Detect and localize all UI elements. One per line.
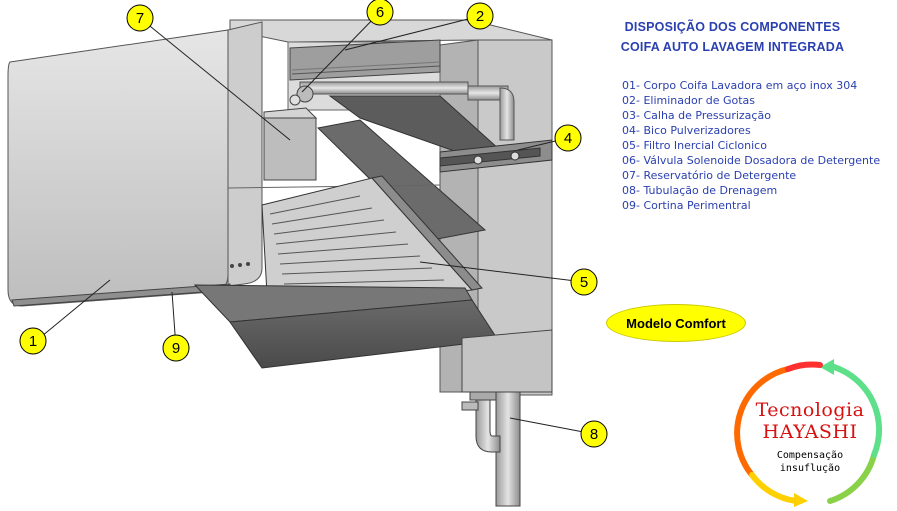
callout-8: 8 bbox=[580, 420, 608, 448]
svg-text:4: 4 bbox=[564, 130, 572, 147]
brand-name-line-2: HAYASHI bbox=[762, 421, 858, 443]
title-line-2: COIFA AUTO LAVAGEM INTEGRADA bbox=[620, 40, 845, 54]
svg-text:6: 6 bbox=[376, 4, 384, 21]
svg-text:1: 1 bbox=[29, 333, 37, 350]
legend-item: 02- Eliminador de Gotas bbox=[622, 94, 756, 107]
svg-text:5: 5 bbox=[580, 274, 588, 291]
detergent-pipe bbox=[289, 81, 515, 141]
legend-item: 03- Calha de Pressurização bbox=[622, 109, 771, 122]
callout-5: 5 bbox=[570, 268, 598, 296]
pressurization-gutter bbox=[439, 139, 553, 173]
svg-text:9: 9 bbox=[172, 340, 180, 357]
callout-2: 2 bbox=[466, 2, 494, 30]
title-line-1: DISPOSIÇÃO DOS COMPONENTES bbox=[624, 20, 841, 34]
hood-front-body bbox=[7, 21, 441, 307]
legend-item: 06- Válvula Solenoide Dosadora de Deterg… bbox=[622, 154, 881, 167]
svg-text:8: 8 bbox=[590, 426, 598, 443]
model-badge: Modelo Comfort bbox=[606, 304, 746, 342]
callout-6: 6 bbox=[366, 0, 394, 26]
legend-item: 01- Corpo Coifa Lavadora em aço inox 304 bbox=[622, 79, 858, 92]
cyclonic-filter bbox=[261, 175, 483, 313]
detergent-reservoir bbox=[263, 107, 318, 181]
svg-text:2: 2 bbox=[476, 8, 484, 25]
brand-tagline-1: Compensação bbox=[776, 450, 844, 461]
grease-tray bbox=[193, 284, 499, 369]
circular-arrows-icon bbox=[734, 359, 883, 507]
callout-4: 4 bbox=[554, 124, 582, 152]
component-legend: 01- Corpo Coifa Lavadora em aço inox 304… bbox=[622, 78, 880, 213]
legend-item: 04- Bico Pulverizadores bbox=[622, 124, 751, 137]
callout-1: 1 bbox=[19, 327, 47, 355]
legend-item: 05- Filtro Inercial Ciclonico bbox=[622, 139, 767, 152]
callout-9: 9 bbox=[162, 334, 190, 362]
brand-tagline-2: insuflução bbox=[779, 463, 841, 474]
svg-text:7: 7 bbox=[136, 10, 144, 27]
droplet-eliminator bbox=[289, 39, 441, 81]
legend-item: 07- Reservatório de Detergente bbox=[622, 169, 797, 182]
brand-name-line-1: Tecnologia bbox=[755, 399, 865, 421]
legend-item: 08- Tubulação de Drenagem bbox=[622, 184, 778, 197]
drain-assembly bbox=[461, 329, 553, 507]
callout-7: 7 bbox=[126, 4, 154, 32]
hayashi-logo: Tecnologia HAYASHI Compensação insufluçã… bbox=[730, 355, 890, 507]
legend-item: 09- Cortina Perimentral bbox=[622, 199, 751, 212]
